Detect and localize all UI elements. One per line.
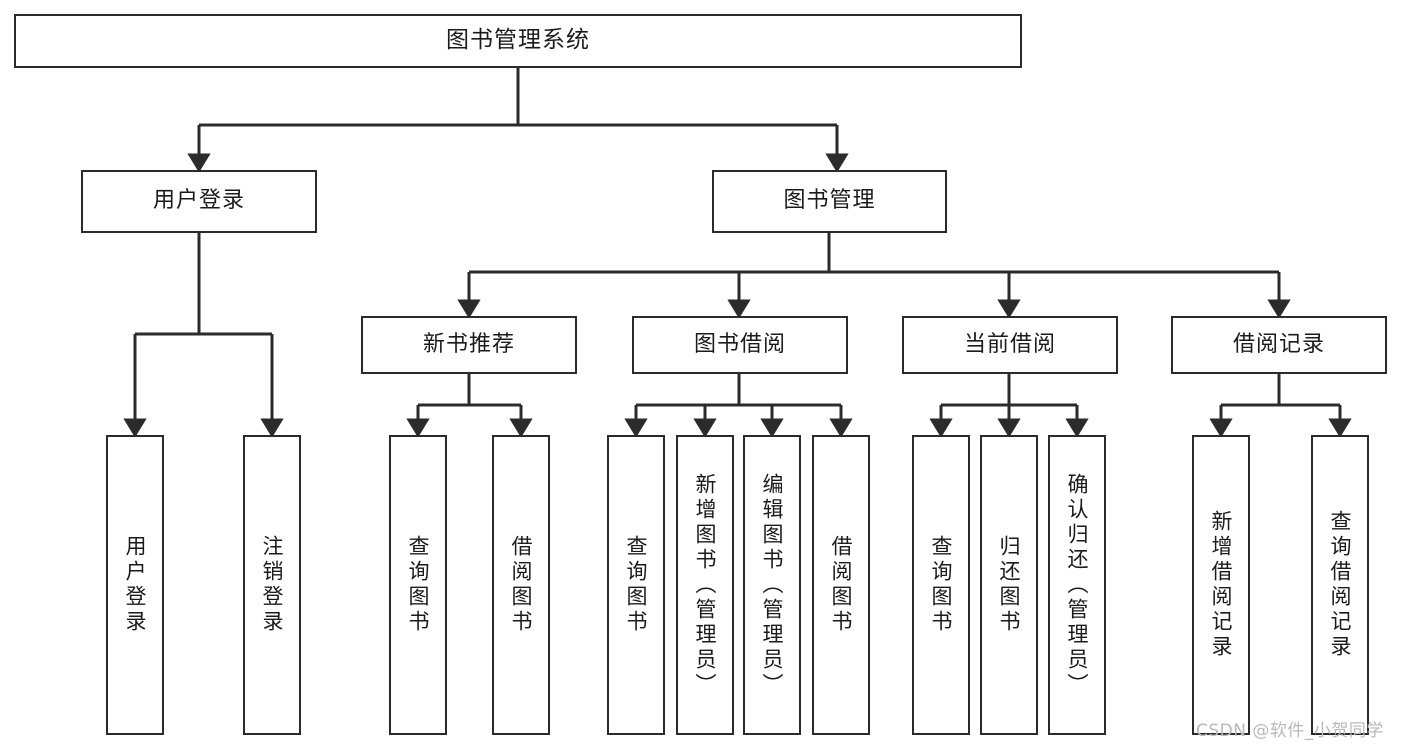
node-current-borrow[interactable]: 当前借阅	[902, 316, 1118, 374]
node-book-management[interactable]: 图书管理	[712, 170, 947, 233]
leaf-current-confirm-return-admin[interactable]: 确认归还（管理员）	[1048, 435, 1106, 735]
leaf-user-login-logout[interactable]: 注销登录	[243, 435, 301, 735]
leaf-label: 注销登录	[260, 535, 285, 635]
leaf-label: 新增借阅记录	[1209, 510, 1234, 660]
csdn-watermark: CSDN @软件_小贺同学	[1196, 721, 1384, 741]
leaf-record-query-borrow-record[interactable]: 查询借阅记录	[1311, 435, 1369, 735]
leaf-user-login-login[interactable]: 用户登录	[106, 435, 164, 735]
leaf-label: 确认归还（管理员）	[1065, 472, 1090, 698]
leaf-current-query-book[interactable]: 查询图书	[912, 435, 970, 735]
leaf-label: 归还图书	[997, 535, 1022, 635]
leaf-record-add-borrow-record[interactable]: 新增借阅记录	[1192, 435, 1250, 735]
leaf-borrow-query-book[interactable]: 查询图书	[607, 435, 665, 735]
leaf-label: 新增图书（管理员）	[693, 472, 718, 698]
leaf-borrow-add-book-admin[interactable]: 新增图书（管理员）	[676, 435, 734, 735]
leaf-label: 编辑图书（管理员）	[760, 472, 785, 698]
leaf-borrow-edit-book-admin[interactable]: 编辑图书（管理员）	[743, 435, 801, 735]
node-book-borrow[interactable]: 图书借阅	[632, 316, 848, 374]
leaf-new-book-query-book[interactable]: 查询图书	[389, 435, 447, 735]
leaf-label: 查询借阅记录	[1328, 510, 1353, 660]
leaf-label: 借阅图书	[509, 535, 534, 635]
leaf-label: 查询图书	[406, 535, 431, 635]
leaf-label: 查询图书	[624, 535, 649, 635]
node-borrow-record[interactable]: 借阅记录	[1171, 316, 1387, 374]
leaf-label: 借阅图书	[829, 535, 854, 635]
node-new-book-recommendation[interactable]: 新书推荐	[361, 316, 577, 374]
leaf-label: 查询图书	[929, 535, 954, 635]
leaf-borrow-borrow-book[interactable]: 借阅图书	[812, 435, 870, 735]
node-root-book-management-system[interactable]: 图书管理系统	[14, 14, 1022, 68]
leaf-current-return-book[interactable]: 归还图书	[980, 435, 1038, 735]
leaf-label: 用户登录	[123, 535, 148, 635]
leaf-new-book-borrow-book[interactable]: 借阅图书	[492, 435, 550, 735]
node-user-login[interactable]: 用户登录	[81, 170, 317, 233]
